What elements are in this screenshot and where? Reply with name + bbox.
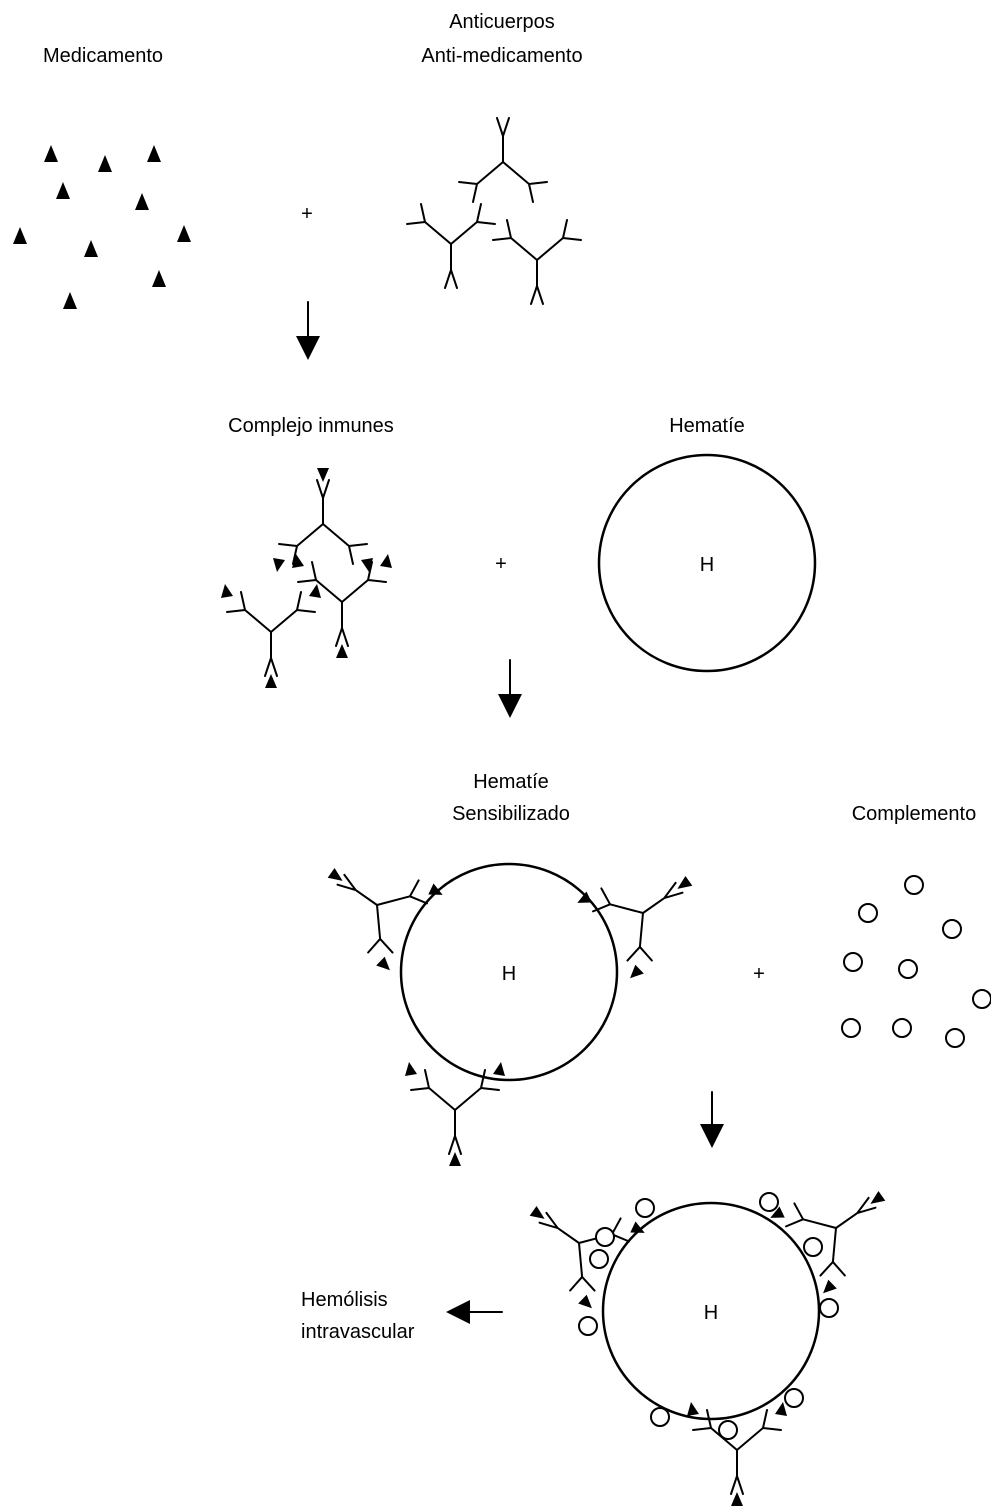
complement-circle [858, 903, 878, 923]
complement-circle [589, 1249, 609, 1269]
plus-sign-1: + [301, 203, 313, 225]
complement-circle [945, 1028, 965, 1048]
complement-circle [578, 1316, 598, 1336]
complement-circle [803, 1237, 823, 1257]
drug-triangle [98, 155, 112, 172]
complement-circle [892, 1018, 912, 1038]
drug-triangle [63, 292, 77, 309]
plus-sign-3: + [753, 963, 765, 985]
complement-circle [759, 1192, 779, 1212]
drug-triangle [56, 182, 70, 199]
red-blood-cell: H [597, 453, 817, 673]
bound-antibody [221, 584, 321, 688]
immune-complex [221, 468, 392, 688]
complement-circle [718, 1420, 738, 1440]
drug-label: Medicamento [43, 45, 163, 67]
drug-triangle [177, 225, 191, 242]
drug-triangle [152, 270, 166, 287]
complement-circle [595, 1227, 615, 1247]
complement-circle [972, 989, 991, 1009]
arrow-down-2 [498, 659, 522, 718]
immune-complex-label: Complejo inmunes [228, 415, 394, 437]
complement-circle [841, 1018, 861, 1038]
bound-antibody [292, 554, 392, 658]
drug-triangle [13, 227, 27, 244]
drug-molecules [13, 145, 191, 309]
complement-circle [784, 1388, 804, 1408]
complement-circle [904, 875, 924, 895]
bound-antibody [273, 468, 373, 572]
complement-circle [942, 919, 962, 939]
complement-circle [635, 1198, 655, 1218]
complement-circle [843, 952, 863, 972]
complement-label: Complemento [852, 803, 977, 825]
drug-triangle [84, 240, 98, 257]
arrow-left [446, 1300, 503, 1324]
arrow-down-3 [700, 1091, 724, 1148]
drug-triangle [44, 145, 58, 162]
complement-bound-red-blood-cell: H [504, 1155, 910, 1506]
hemolysis-label-line2: intravascular [301, 1321, 415, 1343]
sensitized-label-line2: Sensibilizado [452, 803, 570, 825]
antibodies-label-line2: Anti-medicamento [421, 45, 582, 67]
sensitized-red-blood-cell: H [302, 832, 717, 1166]
arrow-down-1 [296, 301, 320, 360]
cell-letter: H [502, 963, 516, 985]
drug-triangle [147, 145, 161, 162]
drug-triangle [135, 193, 149, 210]
cell-letter: H [704, 1302, 718, 1324]
anti-drug-antibodies [406, 117, 582, 305]
antibody [492, 219, 582, 305]
sensitized-label-line1: Hematíe [473, 771, 549, 793]
plus-sign-2: + [495, 553, 507, 575]
hemolysis-label-line1: Hemólisis [301, 1289, 388, 1311]
antibodies-label-line1: Anticuerpos [449, 11, 555, 33]
cell-letter: H [700, 554, 714, 576]
complement-molecules [841, 875, 991, 1048]
antibody [458, 117, 548, 203]
antibody [406, 203, 496, 289]
rbc-label: Hematíe [669, 415, 745, 437]
complement-circle [650, 1407, 670, 1427]
complement-circle [898, 959, 918, 979]
complement-circle [819, 1298, 839, 1318]
